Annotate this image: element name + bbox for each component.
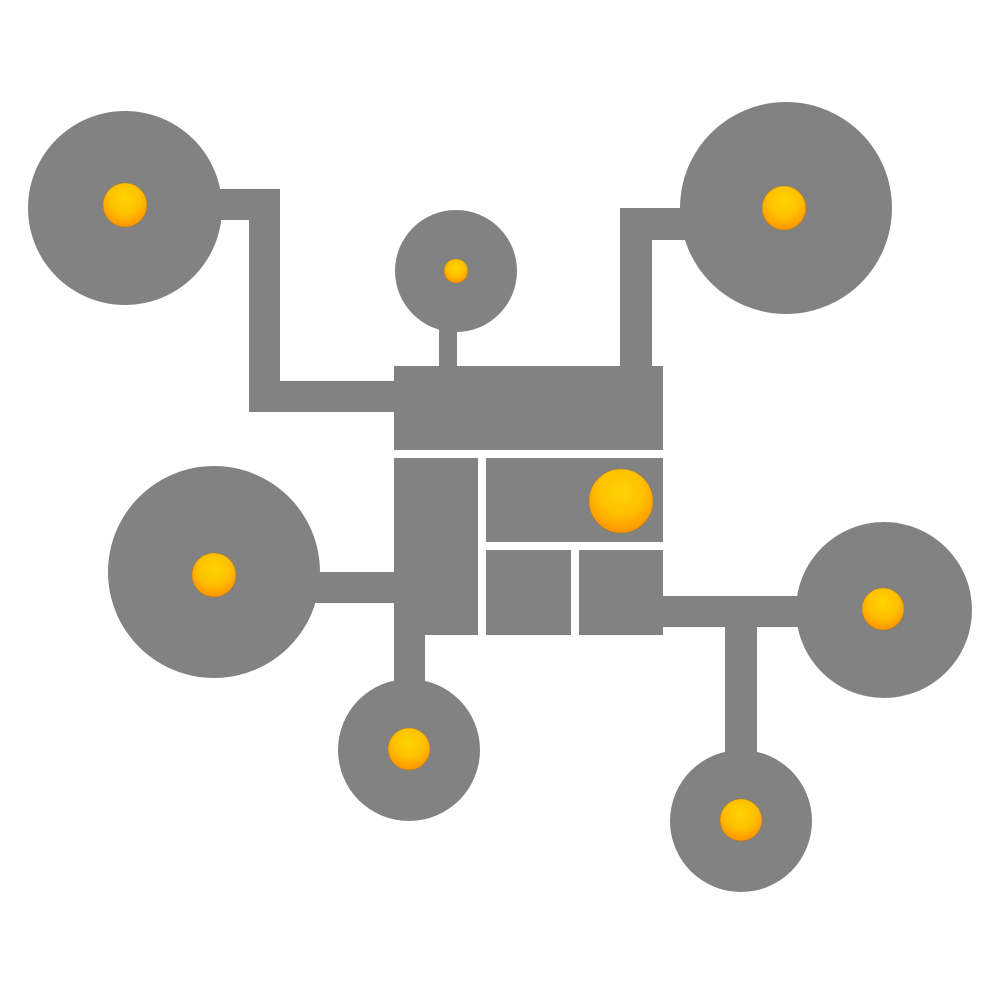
hub-panel-bottom-b — [579, 550, 663, 635]
pipe-right-vertical — [725, 620, 757, 760]
pipe-top-center — [439, 320, 457, 370]
light-dot-top-center — [443, 258, 469, 284]
hub-panel-top — [394, 366, 663, 450]
light-dot-top-left — [102, 182, 148, 228]
light-dot-bottom-right — [719, 798, 763, 842]
light-dot-bottom-left — [387, 727, 431, 771]
light-dot-top-right — [761, 185, 807, 231]
pipe-top-right — [620, 208, 700, 370]
light-dot-hub — [588, 468, 654, 534]
hub-panel-bottom-a — [486, 550, 571, 635]
pipe-top-left — [200, 189, 394, 412]
light-dot-right — [861, 587, 905, 631]
hub-panel-left — [394, 458, 478, 635]
light-dot-left — [191, 552, 237, 598]
